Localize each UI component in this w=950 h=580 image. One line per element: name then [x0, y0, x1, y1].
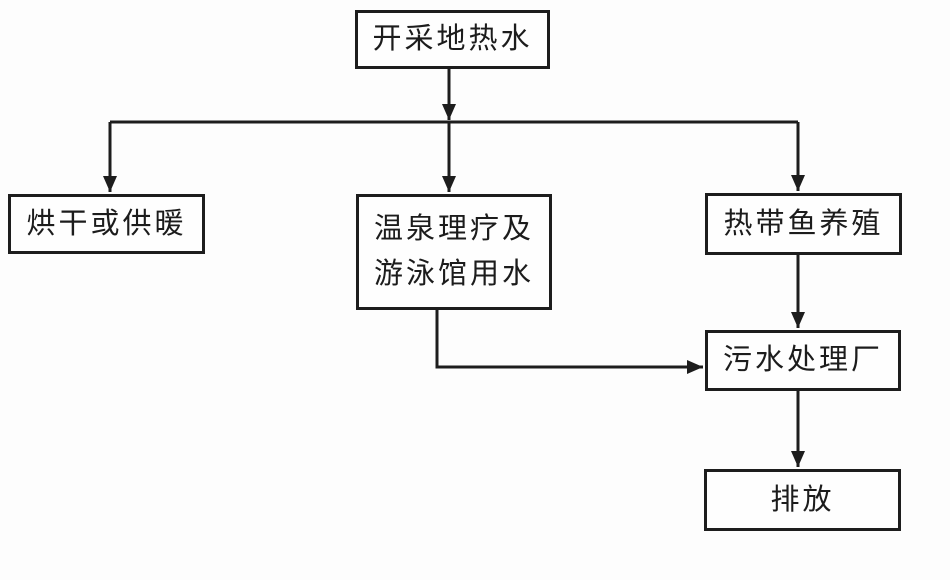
- node-tropical-fish-farming: 热带鱼养殖: [705, 193, 902, 255]
- node-tropical-fish-farming-label: 热带鱼养殖: [723, 207, 884, 240]
- node-discharge-label: 排放: [770, 483, 835, 516]
- node-drying-or-heating-label: 烘干或供暖: [26, 207, 187, 240]
- node-sewage-treatment-plant: 污水处理厂: [705, 330, 901, 391]
- node-drying-or-heating: 烘干或供暖: [8, 194, 205, 254]
- node-discharge: 排放: [704, 469, 901, 531]
- node-extract-geothermal-water: 开采地热水: [355, 10, 550, 69]
- edge-spa-to-sewage: [435, 310, 703, 374]
- node-hot-spring-therapy-and-swimming-pool-water: 温泉理疗及 游泳馆用水: [356, 194, 552, 310]
- node-hot-spring-therapy-label: 温泉理疗及 游泳馆用水: [373, 213, 534, 290]
- node-sewage-treatment-plant-label: 污水处理厂: [722, 344, 883, 377]
- node-extract-geothermal-water-label: 开采地热水: [372, 23, 533, 56]
